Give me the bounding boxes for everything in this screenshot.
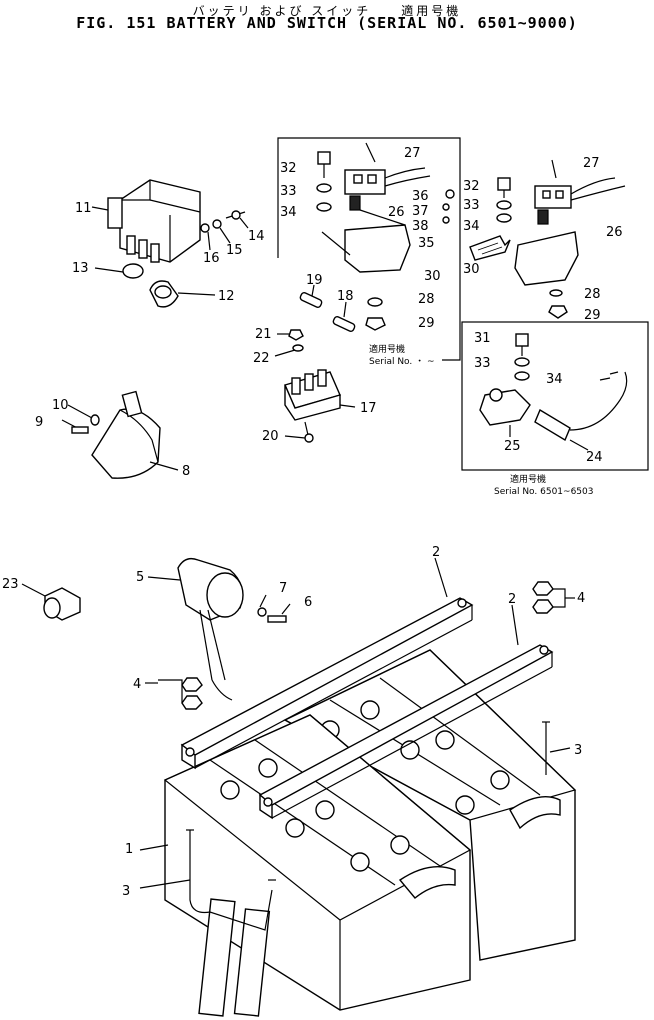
callout-30a: 30: [424, 269, 441, 284]
callout-31: 31: [474, 331, 491, 346]
j-bolt-right: [542, 721, 571, 775]
callout-25: 25: [504, 439, 521, 454]
nuts-left: [145, 677, 203, 710]
switch-23: [21, 583, 81, 621]
callout-14: 14: [248, 229, 265, 244]
cap-12: [149, 280, 216, 308]
serial-6501-6503-box: [461, 321, 649, 471]
callout-27a: 27: [404, 146, 421, 161]
hold-down-bar-2: [258, 604, 554, 820]
nuts-right: [532, 581, 575, 614]
callout-37: 37: [412, 204, 429, 219]
callout-29a: 29: [418, 316, 435, 331]
serial-note-1: Serial No. ・ ~: [369, 357, 435, 367]
callout-10: 10: [52, 398, 69, 413]
callout-29b: 29: [584, 308, 601, 323]
battery-rear: [283, 649, 577, 961]
callout-4a: 4: [133, 677, 141, 692]
figure-title: FIG. 151 BATTERY AND SWITCH (SERIAL NO. …: [76, 14, 578, 32]
callout-13: 13: [72, 261, 89, 276]
callout-2a: 2: [432, 545, 440, 560]
callout-26a: 26: [388, 205, 405, 220]
callout-34a: 34: [280, 205, 297, 220]
callout-24: 24: [586, 450, 603, 465]
callout-38: 38: [412, 219, 429, 234]
callout-28b: 28: [584, 287, 601, 302]
callout-16: 16: [203, 251, 220, 266]
callout-32a: 32: [280, 161, 297, 176]
hold-down-bar-1: [180, 557, 474, 770]
battery-relay: [147, 557, 291, 701]
callout-6: 6: [304, 595, 312, 610]
battery-front: [163, 714, 472, 1017]
callout-19: 19: [306, 273, 323, 288]
figure-title-japanese: バッテリ および スイッチ 適用号機: [192, 4, 462, 18]
serial-note-1-jp: 適用号機: [369, 343, 405, 355]
callout-1: 1: [125, 842, 133, 857]
callout-30b: 30: [463, 262, 480, 277]
bolts-14-16: [200, 210, 249, 251]
callout-17: 17: [360, 401, 377, 416]
callout-3b: 3: [574, 743, 582, 758]
callout-32b: 32: [463, 179, 480, 194]
callout-15: 15: [226, 243, 243, 258]
relay-part: [91, 179, 201, 263]
fuse-box: [274, 329, 356, 443]
callout-35: 35: [418, 236, 435, 251]
callout-22: 22: [253, 351, 270, 366]
callout-33b: 33: [463, 198, 480, 213]
callout-7: 7: [279, 581, 287, 596]
callout-23: 23: [2, 577, 19, 592]
callout-3a: 3: [122, 884, 130, 899]
callout-26b: 26: [606, 225, 623, 240]
callout-4b: 4: [577, 591, 585, 606]
callout-20: 20: [262, 429, 279, 444]
callout-5: 5: [136, 570, 144, 585]
right-switch-bracket: [469, 159, 626, 319]
callout-33c: 33: [474, 356, 491, 371]
callout-12: 12: [218, 289, 235, 304]
callout-9: 9: [35, 415, 43, 430]
serial-note-2-jp: 適用号機: [510, 473, 546, 485]
callout-36: 36: [412, 189, 429, 204]
serial-note-2: Serial No. 6501~6503: [494, 487, 593, 497]
callout-labels: 1 2 2 3 3 4 4 5 6 7 8 9 10 11 12 13 14 1…: [2, 146, 623, 899]
callout-34c: 34: [546, 372, 563, 387]
cap-13: [94, 263, 144, 279]
callout-34b: 34: [463, 219, 480, 234]
switch-bracket-box: [277, 137, 461, 361]
callout-2b: 2: [508, 592, 516, 607]
fuses: [299, 284, 356, 332]
callout-11: 11: [75, 201, 92, 216]
horn-part: [61, 390, 179, 479]
j-bolt-left: [139, 829, 276, 931]
callout-33a: 33: [280, 184, 297, 199]
callout-28a: 28: [418, 292, 435, 307]
callout-18: 18: [337, 289, 354, 304]
callout-27b: 27: [583, 156, 600, 171]
callout-8: 8: [182, 464, 190, 479]
callout-21: 21: [255, 327, 272, 342]
